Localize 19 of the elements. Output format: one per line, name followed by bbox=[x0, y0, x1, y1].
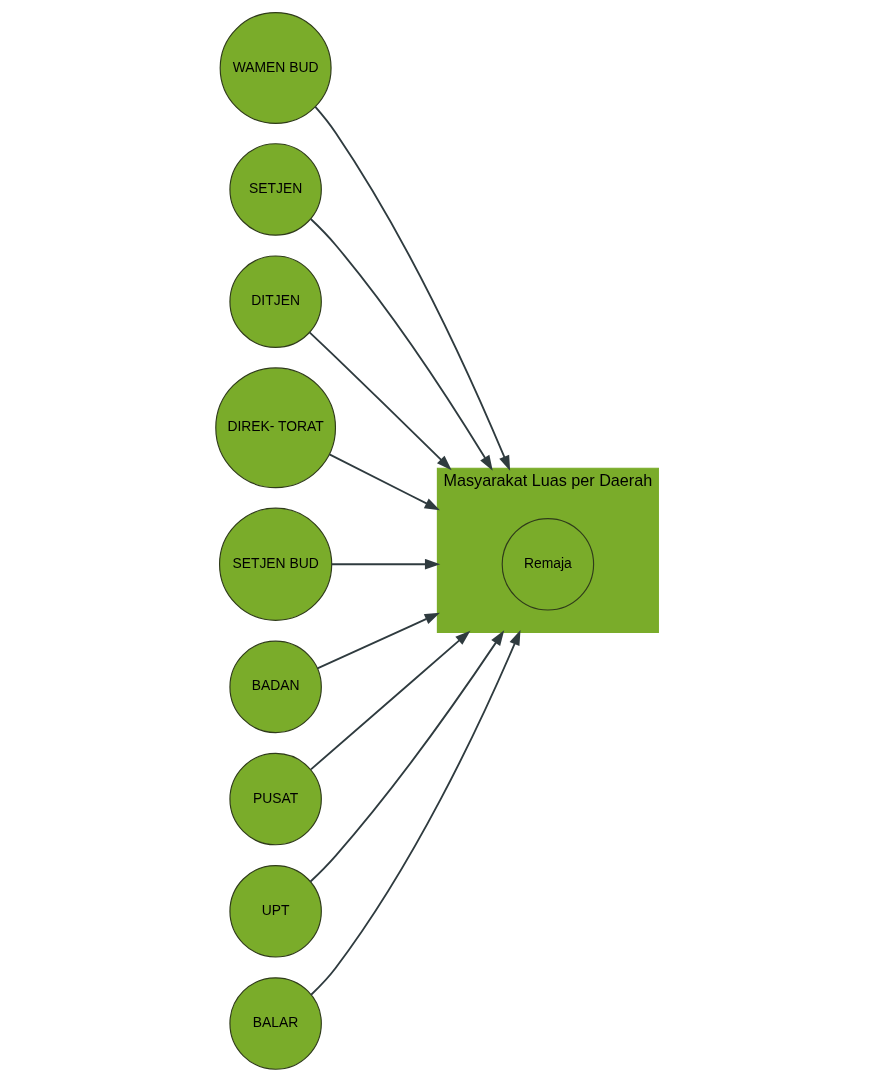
arrow bbox=[309, 218, 493, 471]
arrow bbox=[308, 331, 452, 471]
node-circle: Remaja bbox=[501, 518, 594, 611]
node-circle: SETJEN BUD bbox=[218, 507, 332, 621]
arrow bbox=[309, 629, 520, 996]
arrow bbox=[330, 558, 440, 570]
node-circle: BALAR bbox=[228, 977, 322, 1070]
node-circle: BADAN bbox=[228, 640, 322, 734]
arrow bbox=[309, 630, 470, 771]
node-circle: UPT bbox=[228, 865, 322, 958]
arrow bbox=[328, 453, 440, 511]
node-circle: PUSAT bbox=[228, 752, 322, 846]
arrow bbox=[316, 612, 440, 670]
node-circle: WAMEN BUD bbox=[219, 11, 332, 124]
node-circle: DIREK- TORAT bbox=[214, 367, 336, 489]
arrow bbox=[309, 630, 504, 883]
arrow bbox=[313, 106, 510, 471]
node-circle: DITJEN bbox=[228, 255, 322, 348]
node-circle: SETJEN bbox=[228, 143, 322, 236]
